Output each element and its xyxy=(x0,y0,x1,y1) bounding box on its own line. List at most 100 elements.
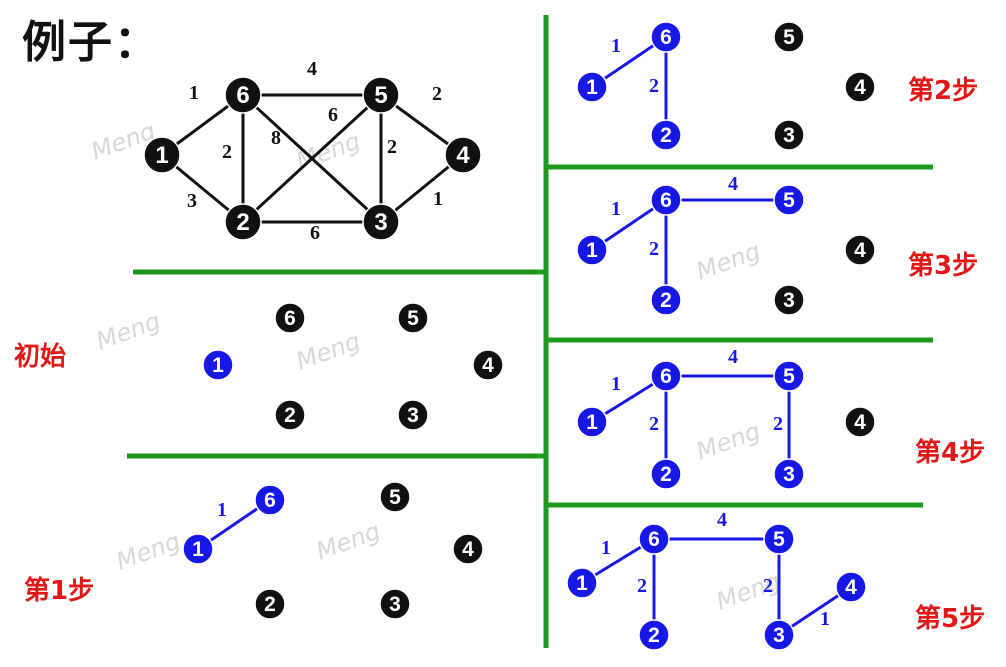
node-label-1: 1 xyxy=(192,538,204,561)
node-4: 4 xyxy=(844,406,876,438)
edge-weight-1-6: 1 xyxy=(611,35,621,57)
node-4: 4 xyxy=(472,349,504,381)
node-label-5: 5 xyxy=(783,189,795,212)
node-label-6: 6 xyxy=(648,528,660,551)
edge-weight-6-2: 2 xyxy=(637,575,647,597)
node-2: 2 xyxy=(638,619,670,651)
edge-weight-5-3: 2 xyxy=(387,136,397,158)
node-5: 5 xyxy=(397,302,429,334)
node-2: 2 xyxy=(650,458,682,490)
edge-weight-6-3: 8 xyxy=(271,127,281,149)
node-label-2: 2 xyxy=(284,404,296,427)
node-2: 2 xyxy=(224,203,262,241)
node-6: 6 xyxy=(650,184,682,216)
edge-5-2 xyxy=(241,93,383,224)
edge-weight-6-5: 4 xyxy=(728,346,738,368)
node-label-1: 1 xyxy=(576,572,588,595)
node-4: 4 xyxy=(844,71,876,103)
node-label-5: 5 xyxy=(407,307,419,330)
node-label-4: 4 xyxy=(854,239,866,262)
node-5: 5 xyxy=(773,21,805,53)
node-label-1: 1 xyxy=(586,411,598,434)
svg-text:Meng: Meng xyxy=(92,307,164,356)
edge-weight-3-4: 1 xyxy=(433,188,443,210)
svg-text:Meng: Meng xyxy=(312,517,384,566)
edge-weight-6-2: 2 xyxy=(649,238,659,260)
node-label-1: 1 xyxy=(155,142,168,169)
svg-text:Meng: Meng xyxy=(112,527,184,576)
node-label-3: 3 xyxy=(783,289,795,312)
edge-weight-6-5: 4 xyxy=(728,173,738,195)
edge-weight-5-3: 2 xyxy=(773,413,783,435)
node-label-3: 3 xyxy=(407,404,419,427)
node-label-2: 2 xyxy=(648,624,660,647)
node-3: 3 xyxy=(773,458,805,490)
node-2: 2 xyxy=(650,119,682,151)
node-6: 6 xyxy=(274,302,306,334)
node-3: 3 xyxy=(379,588,411,620)
edge-weight-3-4: 1 xyxy=(820,608,830,630)
node-label-4: 4 xyxy=(854,76,866,99)
panel-s2: 1 2 6 5 1 4 2 3 xyxy=(576,21,876,151)
node-2: 2 xyxy=(650,284,682,316)
node-1: 1 xyxy=(566,567,598,599)
node-label-6: 6 xyxy=(284,307,296,330)
page-title: 例子： xyxy=(22,17,160,68)
node-3: 3 xyxy=(773,284,805,316)
node-4: 4 xyxy=(452,533,484,565)
node-label-3: 3 xyxy=(783,463,795,486)
node-6: 6 xyxy=(650,21,682,53)
divider-lines xyxy=(127,15,933,648)
edge-weight-1-6: 1 xyxy=(611,198,621,220)
node-label-4: 4 xyxy=(854,411,866,434)
node-1: 1 xyxy=(202,349,234,381)
node-1: 1 xyxy=(143,136,181,174)
node-label-4: 4 xyxy=(462,538,474,561)
node-4: 4 xyxy=(444,136,482,174)
node-5: 5 xyxy=(379,481,411,513)
node-1: 1 xyxy=(576,234,608,266)
node-label-6: 6 xyxy=(264,489,276,512)
node-5: 5 xyxy=(773,184,805,216)
node-label-4: 4 xyxy=(845,576,857,599)
node-label-6: 6 xyxy=(660,189,672,212)
edge-weight-1-6: 1 xyxy=(611,373,621,395)
node-label-2: 2 xyxy=(660,463,672,486)
node-5: 5 xyxy=(773,360,805,392)
edge-weight-6-2: 2 xyxy=(649,75,659,97)
node-label-3: 3 xyxy=(783,124,795,147)
svg-text:Meng: Meng xyxy=(692,417,764,466)
node-5: 5 xyxy=(362,76,400,114)
node-1: 1 xyxy=(182,533,214,565)
edge-weight-6-2: 2 xyxy=(649,413,659,435)
node-label-6: 6 xyxy=(236,82,249,109)
node-label-3: 3 xyxy=(374,209,387,236)
edge-weight-6-2: 2 xyxy=(222,141,232,163)
node-1: 1 xyxy=(576,406,608,438)
node-4: 4 xyxy=(844,234,876,266)
node-label-3: 3 xyxy=(773,624,785,647)
node-6: 6 xyxy=(254,484,286,516)
label-step-4: 第4步 xyxy=(915,438,986,468)
node-6: 6 xyxy=(650,360,682,392)
label-init: 初始 xyxy=(14,342,67,372)
edge-weight-2-3: 6 xyxy=(310,222,320,244)
edge-weight-6-5: 4 xyxy=(307,58,317,80)
node-5: 5 xyxy=(763,523,795,555)
node-3: 3 xyxy=(362,203,400,241)
node-label-2: 2 xyxy=(660,289,672,312)
node-label-5: 5 xyxy=(773,528,785,551)
node-label-2: 2 xyxy=(264,593,276,616)
node-label-5: 5 xyxy=(374,82,387,109)
edge-weight-5-3: 2 xyxy=(763,575,773,597)
node-2: 2 xyxy=(274,399,306,431)
label-step-3: 第3步 xyxy=(908,251,979,281)
node-label-1: 1 xyxy=(586,76,598,99)
edge-weight-1-6: 1 xyxy=(601,537,611,559)
edge-weight-1-6: 1 xyxy=(189,82,199,104)
edge-weight-1-2: 3 xyxy=(187,190,197,212)
